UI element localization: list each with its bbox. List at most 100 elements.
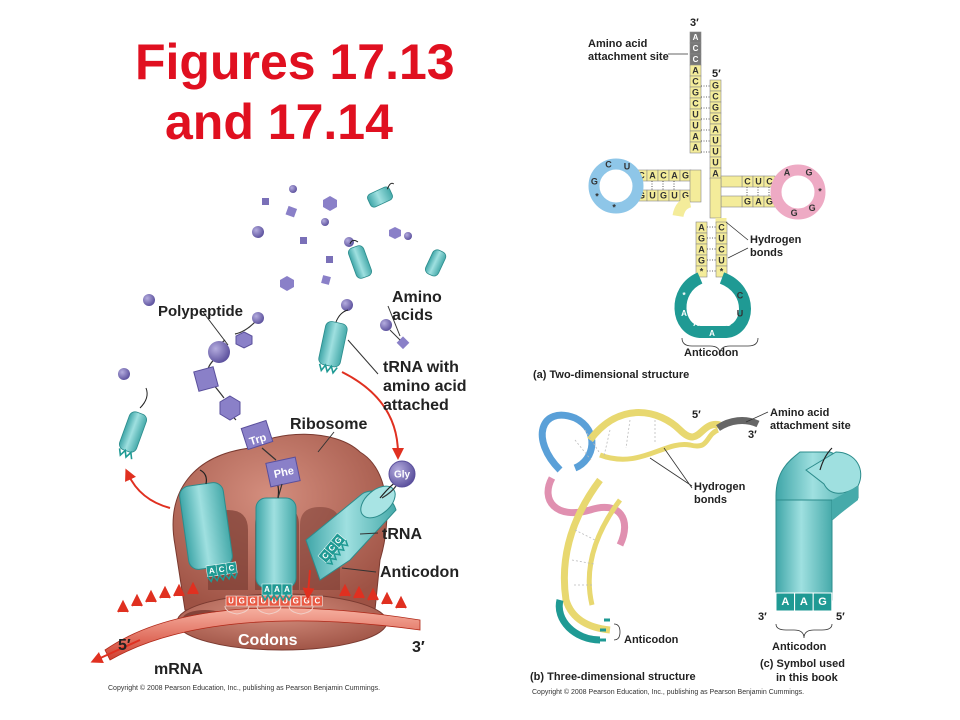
entry-arrow bbox=[341, 371, 404, 460]
d-stem-top-base-letter: A bbox=[649, 170, 656, 180]
ac-stem-right-base-letter: C bbox=[718, 222, 725, 232]
free-trna-leaving bbox=[118, 411, 148, 460]
anticodon-base: A bbox=[709, 329, 715, 338]
t-stem-bottom-base-letter: A bbox=[755, 196, 762, 206]
amino-acid-hexagon bbox=[389, 227, 401, 239]
ac-stem-right-base: C bbox=[715, 243, 728, 256]
panel-c-anticodon-base: G bbox=[818, 596, 827, 608]
anticodon-base: G bbox=[725, 319, 731, 328]
t-stem-top-base: U bbox=[752, 175, 765, 188]
mrna-base: C bbox=[315, 597, 321, 606]
trna-anticodon-base: A bbox=[284, 585, 290, 594]
d-stem-top-base: A bbox=[646, 169, 659, 182]
acceptor-5-base: U bbox=[709, 145, 722, 158]
ac-stem-left-base: G bbox=[695, 232, 708, 245]
acceptor-3-base: G bbox=[689, 86, 702, 99]
amino-acid-dot bbox=[380, 319, 392, 331]
amino-acid-dot bbox=[289, 185, 297, 193]
d-loop-base: C bbox=[605, 160, 612, 170]
mrna-base-cell bbox=[247, 595, 258, 607]
d-stem-top-base-letter: G bbox=[682, 170, 689, 180]
phe-label: Phe bbox=[273, 465, 295, 481]
free-amino-acids bbox=[118, 185, 412, 380]
t-stem-top-base-letter: U bbox=[755, 176, 762, 186]
amino-acid-dot bbox=[321, 218, 329, 226]
acceptor-3-base: C bbox=[689, 75, 702, 88]
panel-b-five-prime: 5′ bbox=[692, 409, 701, 421]
acceptor-tail-base-letter: A bbox=[693, 33, 699, 42]
acceptor-3-base-letter: C bbox=[692, 76, 699, 86]
acceptor-3-base: U bbox=[689, 119, 702, 132]
d-stem-bottom-base: U bbox=[646, 189, 659, 202]
panel-a-amino-site-2: attachment site bbox=[588, 51, 669, 63]
panel-b-anticodon-label: Anticodon bbox=[624, 634, 679, 646]
acceptor-5-base: G bbox=[709, 79, 722, 92]
acceptor-5-base-letter: G bbox=[712, 113, 719, 123]
t-stem-bottom-base-letter: G bbox=[744, 196, 751, 206]
panel-a-hbonds-1: Hydrogen bbox=[750, 234, 802, 246]
acceptor-3-base-letter: C bbox=[692, 98, 699, 108]
d-stem-top-base: C bbox=[657, 169, 670, 182]
codons-label: Codons bbox=[238, 632, 298, 649]
acceptor-3-base: A bbox=[689, 141, 702, 154]
polypeptide-label: Polypeptide bbox=[158, 303, 243, 320]
acceptor-5-base: C bbox=[709, 90, 722, 103]
ac-stem-left-base-letter: G bbox=[698, 255, 705, 265]
acceptor-3-base-letter: A bbox=[692, 65, 699, 75]
panel-a-cloverleaf: 3′ 5′ Amino acid attachment site ACCACGC… bbox=[533, 17, 826, 381]
ac-stem-left-base-letter: A bbox=[698, 244, 705, 254]
ac-stem-right-base: U bbox=[715, 232, 728, 245]
ac-stem-right-base: * bbox=[715, 265, 728, 278]
t-stem-bottom-base: G bbox=[741, 195, 754, 208]
ac-loop-right-base: U bbox=[737, 308, 744, 318]
trna-attached-label-3: attached bbox=[383, 397, 449, 414]
title-line-1: Figures 17.13 bbox=[135, 34, 455, 90]
t-loop-base: G bbox=[791, 208, 798, 218]
amino-acids-label-2: acids bbox=[392, 307, 433, 324]
ac-stem-left-base: * bbox=[695, 265, 708, 278]
acceptor-tail-base: C bbox=[689, 53, 702, 66]
panel-a-five-prime: 5′ bbox=[712, 68, 721, 80]
acceptor-5-base-letter: U bbox=[712, 135, 719, 145]
acceptor-3-base-letter: A bbox=[692, 131, 699, 141]
mrna-base: G bbox=[293, 597, 299, 606]
panel-b-3d-structure: 5′ 3′ Amino acid attachment site Hydroge… bbox=[530, 407, 851, 696]
t-stem-top-base-letter: C bbox=[766, 176, 773, 186]
phe-amino-acid bbox=[265, 456, 301, 488]
acceptor-tail-base: C bbox=[689, 42, 702, 55]
d-loop-base: * bbox=[595, 191, 599, 201]
ribosome-label: Ribosome bbox=[290, 416, 367, 433]
free-trna-top bbox=[367, 182, 395, 208]
trna-attached-label-2: amino acid bbox=[383, 378, 467, 395]
d-stem-bottom-base-letter: U bbox=[649, 190, 656, 200]
acceptor-5-base-letter: U bbox=[712, 146, 719, 156]
copyright-left: Copyright © 2008 Pearson Education, Inc.… bbox=[108, 684, 380, 692]
amino-acid-square bbox=[326, 256, 333, 263]
d-loop-base: G bbox=[591, 177, 598, 187]
t-stem-bottom-base-letter: G bbox=[766, 196, 773, 206]
mrna-base-cell bbox=[236, 595, 248, 607]
trna-anticodon-base: C bbox=[327, 543, 338, 553]
acceptor-5-base-letter: A bbox=[712, 124, 719, 134]
panel-c-five-prime: 5′ bbox=[836, 611, 845, 623]
panel-c-caption-1: (c) Symbol used bbox=[760, 658, 845, 670]
mrna-five-prime: 5′ bbox=[118, 637, 131, 654]
mrna-base: U bbox=[228, 597, 234, 606]
ac-stem-left-base: A bbox=[695, 221, 708, 234]
amino-acid-dot bbox=[252, 226, 264, 238]
mrna-base: U bbox=[261, 597, 267, 606]
d-stem-top-base-letter: C bbox=[660, 170, 667, 180]
amino-acid-hexagon bbox=[323, 196, 337, 211]
mrna-base: U bbox=[271, 597, 277, 606]
ac-stem-left-base-letter: G bbox=[698, 233, 705, 243]
trna-attached-label-1: tRNA with bbox=[383, 359, 459, 376]
mrna-base: G bbox=[249, 597, 255, 606]
ac-stem-left-base-letter: A bbox=[698, 222, 705, 232]
free-trna-attached bbox=[318, 321, 348, 375]
acceptor-5-base-letter: U bbox=[712, 157, 719, 167]
